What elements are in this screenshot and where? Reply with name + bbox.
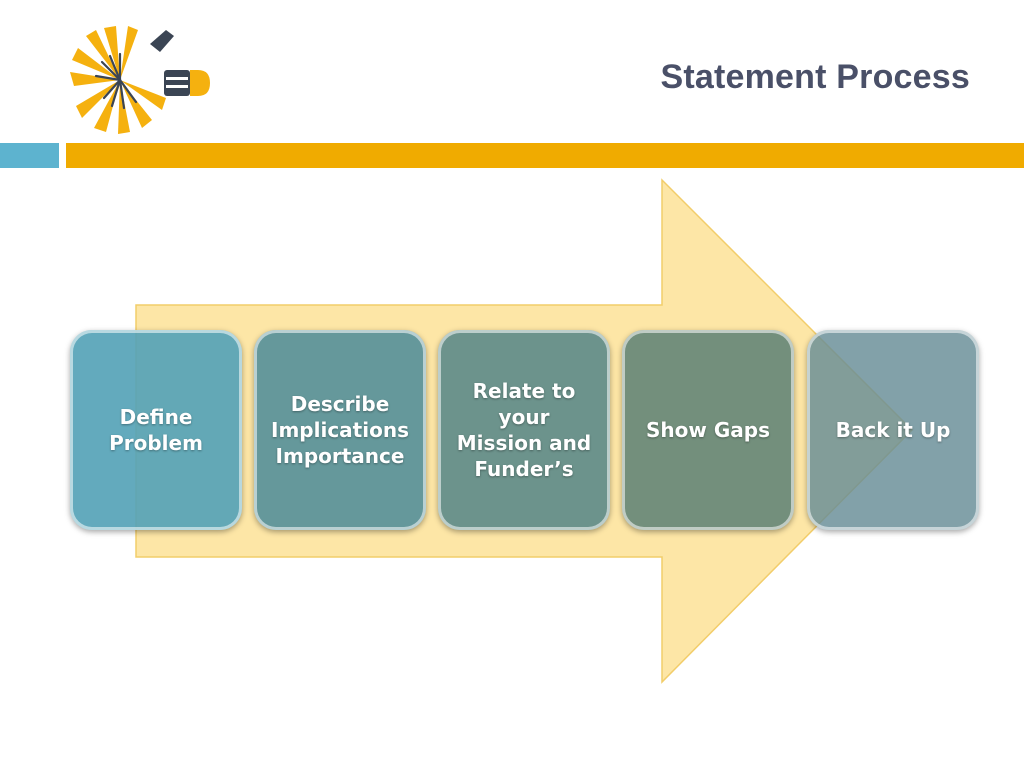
sunburst-pencil-logo-icon xyxy=(70,26,210,134)
header-band-blue xyxy=(0,143,59,168)
step-label: Back it Up xyxy=(835,418,951,442)
step-back-it-up: Back it Up xyxy=(807,330,979,530)
step-describe-implications: Describe Implications Importance xyxy=(254,330,426,530)
page-title: Statement Process xyxy=(660,58,970,96)
step-label: Define Problem xyxy=(109,405,203,455)
step-label: Describe Implications Importance xyxy=(271,392,409,468)
header-band-gold xyxy=(66,143,1024,168)
step-relate-to-mission: Relate to your Mission and Funder’s xyxy=(438,330,610,530)
step-label: Relate to your Mission and Funder’s xyxy=(456,379,592,481)
step-define-problem: Define Problem xyxy=(70,330,242,530)
step-label: Show Gaps xyxy=(646,418,770,442)
step-show-gaps: Show Gaps xyxy=(622,330,794,530)
